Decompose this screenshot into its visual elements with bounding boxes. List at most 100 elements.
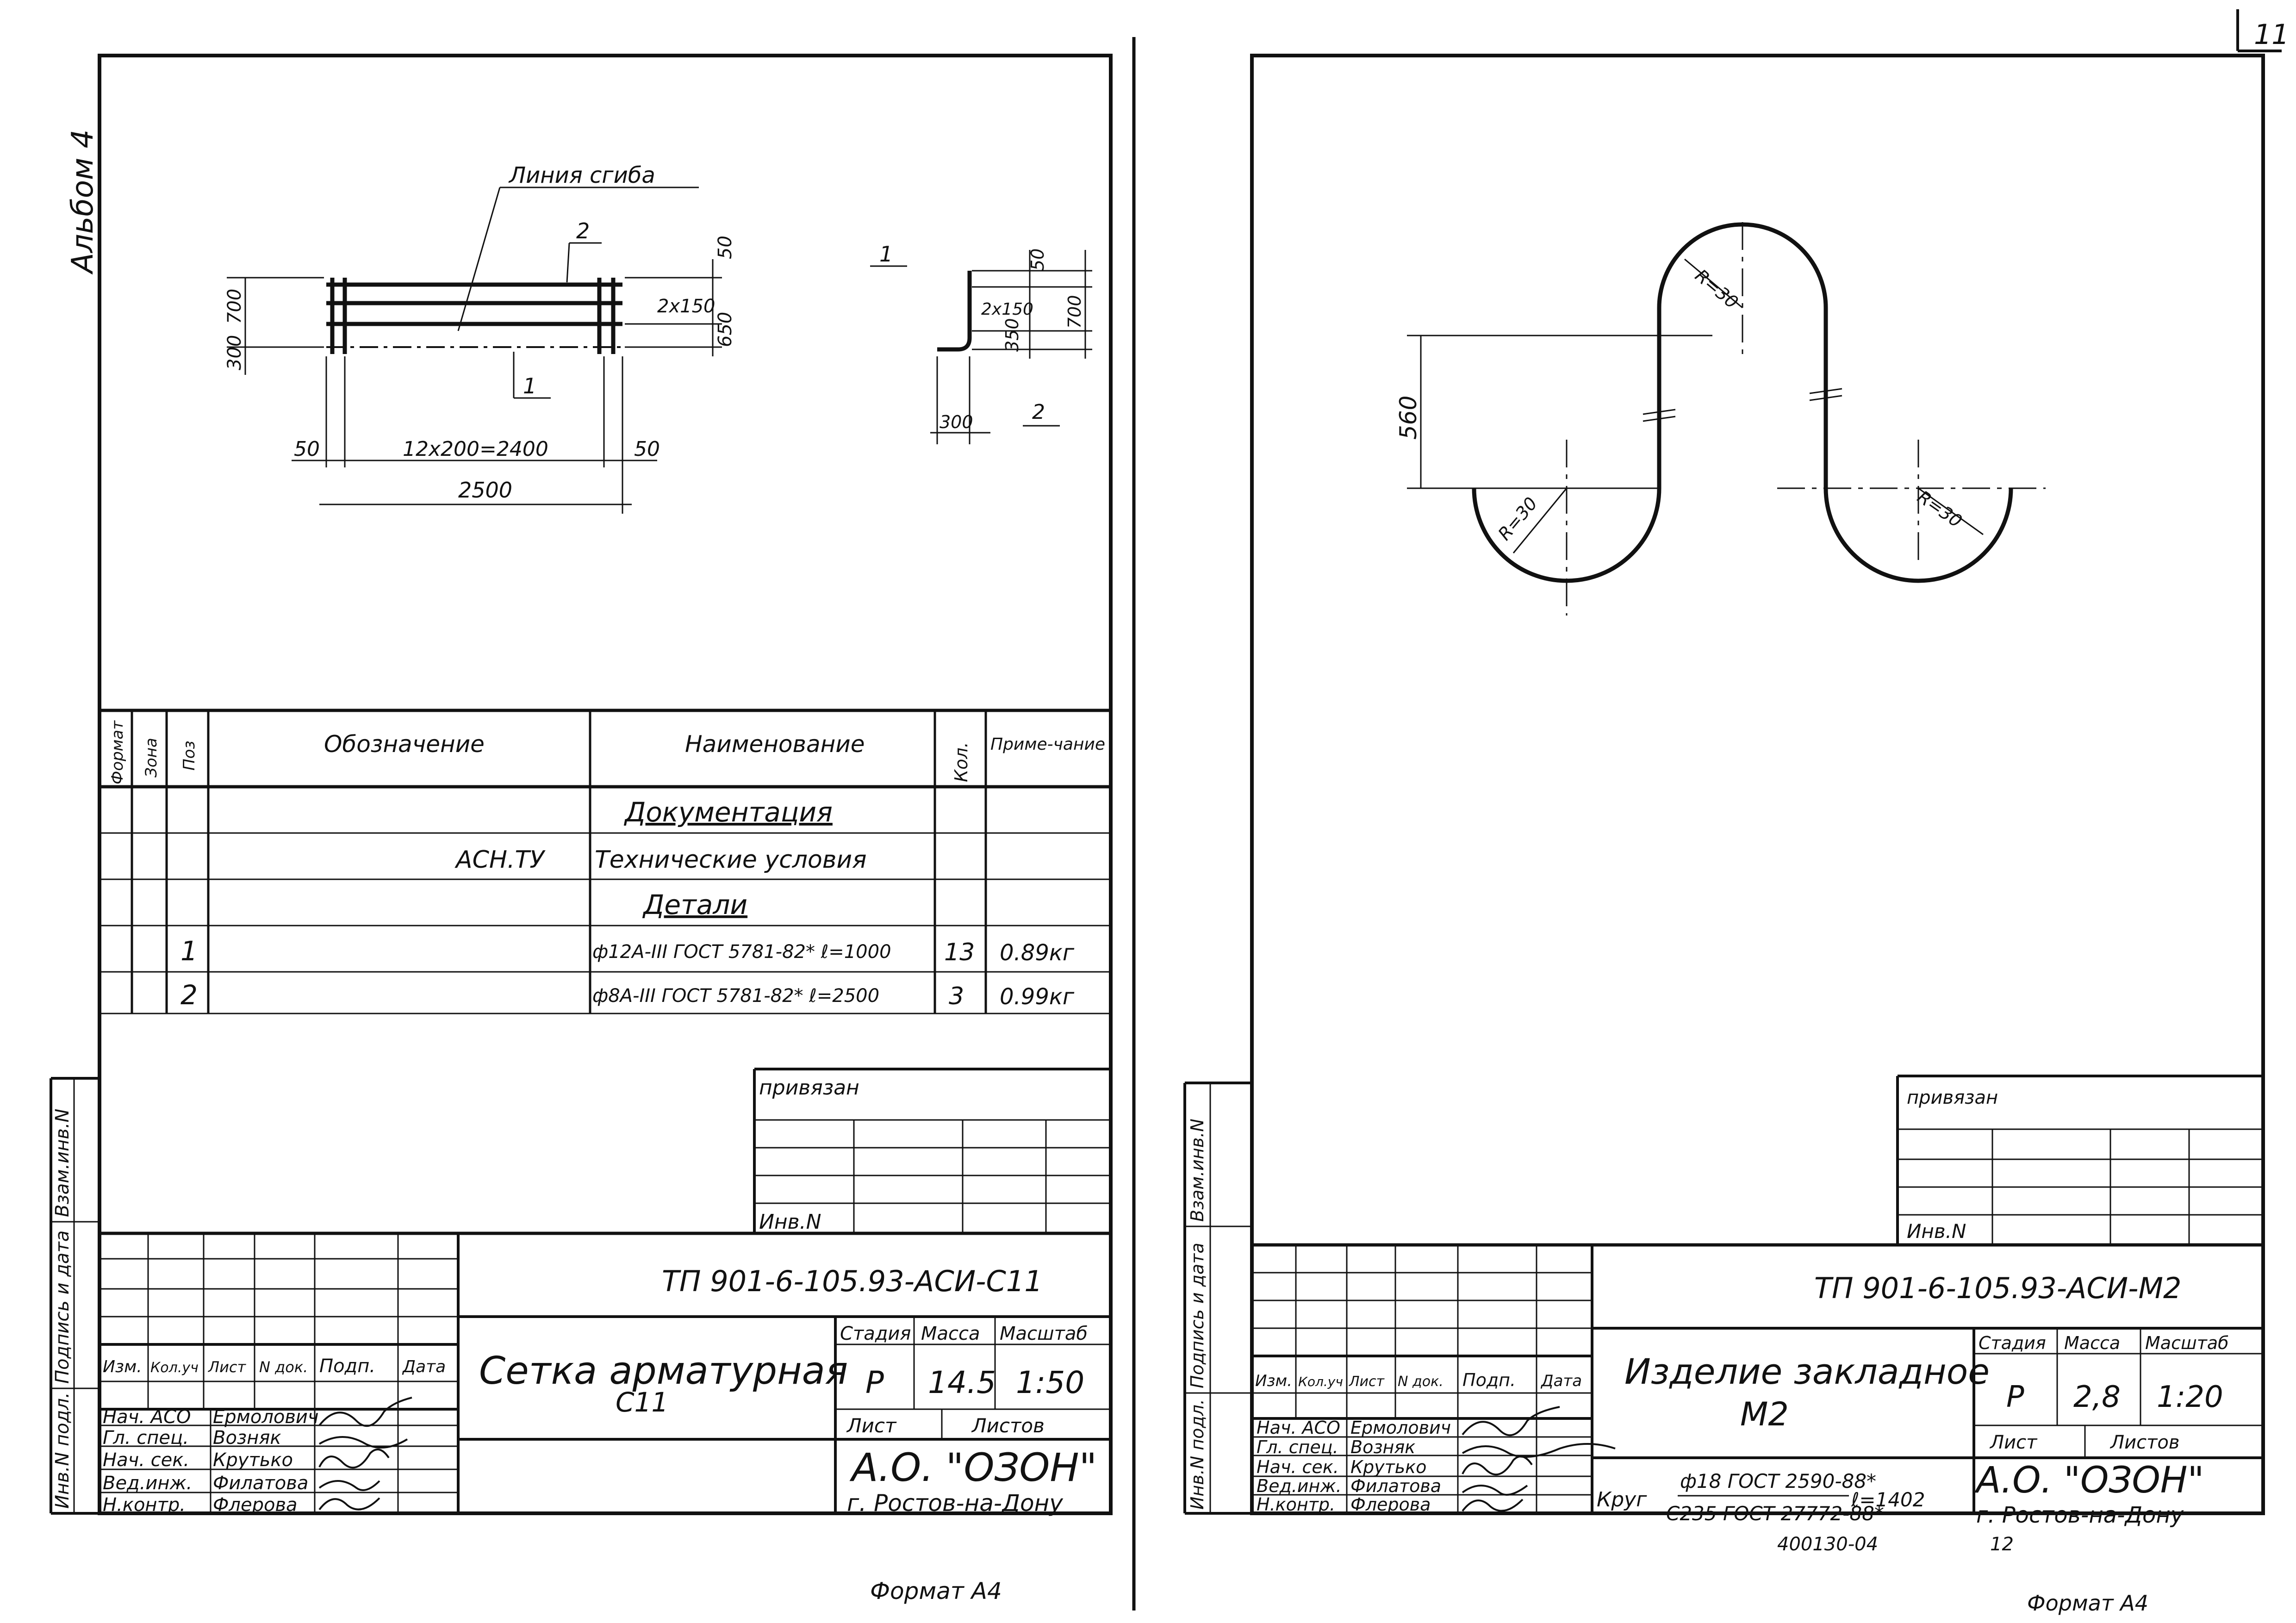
dim-50-top: 50 [715, 236, 736, 259]
left-signer-role-2: Нач. сек. [103, 1449, 189, 1471]
right-privyazan: привязан [1907, 1087, 1998, 1108]
row-qty-4: 3 [949, 983, 964, 1010]
left-doc-code: ТП 901-6-105.93-АСИ-С11 [662, 1264, 1043, 1298]
page-number: 11 [2254, 19, 2289, 51]
left-org: А.О. "ОЗОН" [849, 1445, 1097, 1490]
left-signer-name-3: Филатова [213, 1473, 308, 1494]
right-signer-name-2: Крутько [1350, 1457, 1426, 1477]
left-title: Сетка арматурная [479, 1349, 848, 1393]
left-stage: Р [865, 1365, 884, 1400]
left-signer-name-0: Ермолович [213, 1406, 319, 1428]
right-signatures [1462, 1406, 1616, 1512]
right-col-podp: Подп. [1462, 1370, 1516, 1390]
radius-top: R=30 [1691, 265, 1742, 312]
left-side-label-2: Инв.N подл. [52, 1392, 73, 1509]
left-signer-role-3: Вед.инж. [103, 1473, 192, 1494]
left-side-label-1: Подпись и дата [52, 1231, 73, 1384]
section-callout-2: 2 [1032, 400, 1045, 424]
left-signer-name-1: Возняк [213, 1427, 281, 1449]
right-stage: Р [2006, 1380, 2024, 1414]
left-signer-role-4: Н.контр. [103, 1494, 186, 1516]
mesh-plan [227, 187, 722, 514]
left-side-label-0: Взам.инв.N [52, 1109, 73, 1217]
dim-50-right: 50 [634, 437, 660, 461]
left-stamp-lines [50, 1068, 1111, 1515]
right-signer-name-0: Ермолович [1350, 1418, 1451, 1438]
section-dim-2x150: 2х150 [981, 300, 1033, 319]
album-label: Альбом 4 [66, 130, 100, 275]
right-signer-role-4: Н.контр. [1257, 1494, 1335, 1515]
left-sheet-label: Лист [846, 1414, 897, 1437]
left-mass-label: Масса [921, 1323, 980, 1344]
left-frame [98, 54, 1113, 1515]
section-dim-50: 50 [1027, 249, 1048, 271]
left-mass: 14.5 [928, 1365, 996, 1400]
right-org: А.О. "ОЗОН" [1974, 1460, 2204, 1501]
right-sheet-label: Лист [1989, 1432, 2038, 1453]
hdr-pos: Поз [180, 741, 199, 771]
right-signer-role-0: Нач. АСО [1257, 1418, 1340, 1438]
left-col-kol: Кол.уч [150, 1360, 199, 1376]
dim-650: 650 [715, 312, 736, 347]
section-1 [870, 250, 1092, 444]
right-stamp-lines [1183, 1075, 2263, 1515]
right-signer-name-3: Филатова [1350, 1476, 1441, 1496]
left-scale-label: Масштаб [1000, 1323, 1088, 1344]
dim-12x200: 12х200=2400 [403, 437, 548, 461]
dim-2500: 2500 [458, 478, 512, 503]
row-designation-1: АСН.ТУ [454, 846, 546, 874]
right-side-label-2: Инв.N подл. [1187, 1399, 1207, 1510]
right-format-label: Формат А4 [2027, 1591, 2148, 1616]
dim-50-left: 50 [294, 437, 320, 461]
right-sheet: 560 R=30 R=30 R=30 [1183, 54, 2265, 1616]
right-col-data: Дата [1540, 1372, 1582, 1390]
left-col-izm: Изм. [103, 1357, 142, 1376]
row-name-3: ф12А-III ГОСТ 5781-82* ℓ=1000 [592, 941, 891, 963]
right-side-label-0: Взам.инв.N [1187, 1119, 1207, 1222]
left-signer-name-4: Флерова [213, 1494, 298, 1516]
hdr-name: Наименование [685, 731, 865, 758]
right-signer-role-1: Гл. спец. [1257, 1437, 1338, 1457]
left-privyazan: привязан [759, 1076, 859, 1100]
dim-560: 560 [1395, 396, 1422, 440]
left-sheets-label: Листов [971, 1414, 1045, 1437]
right-signer-name-1: Возняк [1350, 1437, 1415, 1457]
row-pos-3: 1 [180, 935, 198, 967]
left-col-data: Дата [402, 1357, 446, 1376]
right-side-label-1: Подпись и дата [1187, 1243, 1207, 1388]
left-format-label: Формат А4 [870, 1578, 1002, 1604]
hdr-note: Приме-чание [990, 735, 1105, 754]
material-length: ℓ=1402 [1851, 1488, 1925, 1511]
hdr-designation: Обозначение [324, 731, 485, 758]
right-doc-code: ТП 901-6-105.93-АСИ-М2 [1814, 1271, 2181, 1305]
right-col-kol: Кол.уч [1298, 1374, 1343, 1389]
left-city: г. Ростов-на-Дону [847, 1490, 1064, 1517]
spec-table [100, 709, 1111, 1014]
row-name-1: Технические условия [595, 846, 867, 874]
left-signer-role-1: Гл. спец. [103, 1427, 189, 1449]
bend-line-label: Линия сгиба [508, 162, 655, 188]
row-note-3: 0.89кг [1000, 940, 1075, 966]
row-qty-3: 13 [944, 939, 975, 966]
radius-left: R=30 [1494, 493, 1541, 544]
right-mass: 2,8 [2073, 1380, 2121, 1414]
right-subtitle: М2 [1740, 1395, 1789, 1433]
section-dim-700: 700 [1064, 295, 1085, 329]
page-number-box: 11 [2236, 9, 2289, 52]
right-col-list: Лист [1349, 1374, 1385, 1390]
right-frame [1250, 54, 2265, 1515]
left-subtitle: С11 [616, 1387, 668, 1418]
right-sheets-label: Листов [2109, 1432, 2179, 1453]
row-pos-4: 2 [180, 979, 198, 1011]
right-signer-role-2: Нач. сек. [1257, 1457, 1339, 1477]
callout-2: 2 [576, 218, 590, 243]
left-col-list: Лист [208, 1358, 246, 1376]
left-col-podp: Подп. [319, 1356, 375, 1377]
row-name-2: Детали [642, 889, 747, 920]
right-mass-label: Масса [2064, 1333, 2120, 1353]
right-inv-no: Инв.N [1907, 1220, 1966, 1243]
left-signer-name-2: Крутько [213, 1449, 293, 1471]
left-inv-no: Инв.N [759, 1210, 821, 1234]
left-stage-label: Стадия [840, 1323, 911, 1344]
